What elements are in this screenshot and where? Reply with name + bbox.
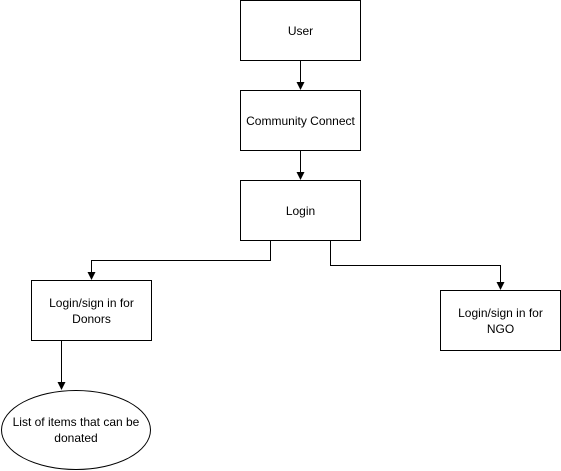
edge-login-to-ngo bbox=[330, 241, 505, 290]
node-user: User bbox=[240, 0, 361, 61]
node-donatable-items-label: List of items that can be donated bbox=[12, 415, 140, 445]
edge-login-to-donors bbox=[87, 241, 271, 280]
node-community-connect: Community Connect bbox=[240, 90, 361, 151]
node-login: Login bbox=[240, 180, 361, 241]
node-donatable-items: List of items that can be donated bbox=[1, 390, 151, 470]
node-ngo-login-label: Login/sign in for NGO bbox=[458, 305, 543, 336]
node-user-label: User bbox=[287, 23, 314, 38]
node-ngo-login: Login/sign in for NGO bbox=[440, 290, 561, 351]
node-community-connect-label: Community Connect bbox=[246, 113, 355, 128]
node-login-label: Login bbox=[285, 203, 316, 218]
node-donor-login-label: Login/sign in for Donors bbox=[49, 295, 134, 326]
node-donor-login: Login/sign in for Donors bbox=[31, 280, 152, 341]
